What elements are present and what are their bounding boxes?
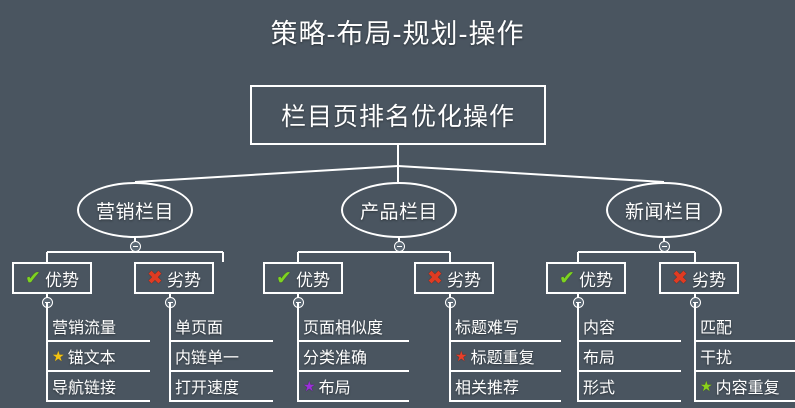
list-item[interactable]: ★ 布局 (297, 372, 409, 402)
leaf-list-marketing-pros: 营销流量 ★ 锚文本 导航链接 (46, 302, 150, 402)
category-node-marketing[interactable]: 营销栏目 (77, 182, 193, 238)
leaf-label: 打开速度 (175, 380, 240, 397)
leaf-label: 布局 (583, 350, 616, 367)
leaf-label: 内容 (583, 320, 616, 337)
leaf-label: 布局 (318, 380, 351, 397)
pros-box-marketing[interactable]: ✔ 优势 (12, 262, 92, 294)
green-check-icon: ✔ (559, 267, 575, 289)
pros-box-product[interactable]: ✔ 优势 (263, 262, 343, 294)
pros-box-news[interactable]: ✔ 优势 (546, 262, 626, 294)
list-item[interactable]: 分类准确 (297, 342, 409, 372)
minus-icon (662, 245, 667, 248)
list-item[interactable]: 打开速度 (169, 372, 273, 402)
leaf-label: 形式 (583, 380, 616, 397)
leaf-label: 单页面 (175, 320, 224, 337)
category-node-label: 产品栏目 (359, 201, 438, 223)
root-node-label: 栏目页排名优化操作 (280, 103, 515, 131)
list-item[interactable]: 相关推荐 (449, 372, 561, 402)
list-item[interactable]: 内容 (577, 312, 681, 342)
list-item[interactable]: 布局 (577, 342, 681, 372)
cons-box-news[interactable]: ✖ 劣势 (659, 262, 739, 294)
green-check-icon: ✔ (25, 267, 41, 289)
cons-label: 劣势 (691, 270, 726, 290)
leaf-label: 分类准确 (303, 350, 368, 367)
leaf-label: 营销流量 (52, 320, 117, 337)
leaf-label: 导航链接 (52, 380, 117, 397)
leaf-label: 锚文本 (67, 350, 116, 367)
leaf-label: 内容重复 (715, 380, 780, 397)
pros-label: 优势 (44, 270, 79, 290)
cons-label: 劣势 (166, 270, 201, 290)
list-item[interactable]: ★ 标题重复 (449, 342, 561, 372)
category-node-news[interactable]: 新闻栏目 (606, 182, 722, 238)
category-node-label: 新闻栏目 (624, 201, 703, 223)
leaf-label: 页面相似度 (303, 320, 384, 337)
list-item[interactable]: 营销流量 (46, 312, 150, 342)
cons-label: 劣势 (446, 270, 481, 290)
star-icon: ★ (303, 378, 316, 394)
leaf-list-news-pros: 内容 布局 形式 (577, 302, 681, 402)
leaf-label: 内链单一 (175, 350, 240, 367)
leaf-label: 相关推荐 (455, 380, 520, 397)
leaf-list-product-pros: 页面相似度 分类准确 ★ 布局 (297, 302, 409, 402)
list-item[interactable]: 形式 (577, 372, 681, 402)
minus-icon (133, 245, 138, 248)
list-item[interactable]: 干扰 (694, 342, 795, 372)
leaf-list-product-cons: 标题难写 ★ 标题重复 相关推荐 (449, 302, 561, 402)
leaf-label: 干扰 (700, 350, 733, 367)
red-cross-icon: ✖ (672, 267, 688, 289)
page-title: 策略-布局-规划-操作 (270, 19, 525, 49)
collapse-toggle-news[interactable] (659, 241, 670, 252)
leaf-label: 标题难写 (455, 320, 520, 337)
root-node[interactable]: 栏目页排名优化操作 (250, 85, 546, 145)
star-icon: ★ (700, 378, 713, 394)
list-item[interactable]: 导航链接 (46, 372, 150, 402)
leaf-list-marketing-cons: 单页面 内链单一 打开速度 (169, 302, 273, 402)
list-item[interactable]: 单页面 (169, 312, 273, 342)
collapse-toggle-marketing[interactable] (130, 241, 141, 252)
pros-label: 优势 (295, 270, 330, 290)
star-icon: ★ (455, 348, 468, 364)
leaf-label: 匹配 (700, 320, 733, 337)
star-icon: ★ (52, 348, 65, 364)
pros-label: 优势 (578, 270, 613, 290)
green-check-icon: ✔ (276, 267, 292, 289)
list-item[interactable]: ★ 锚文本 (46, 342, 150, 372)
red-cross-icon: ✖ (427, 267, 443, 289)
list-item[interactable]: 匹配 (694, 312, 795, 342)
list-item[interactable]: 标题难写 (449, 312, 561, 342)
cons-box-product[interactable]: ✖ 劣势 (414, 262, 494, 294)
cons-box-marketing[interactable]: ✖ 劣势 (134, 262, 214, 294)
list-item[interactable]: 页面相似度 (297, 312, 409, 342)
list-item[interactable]: 内链单一 (169, 342, 273, 372)
minus-icon (397, 245, 402, 248)
leaf-label: 标题重复 (470, 350, 535, 367)
list-item[interactable]: ★ 内容重复 (694, 372, 795, 402)
red-cross-icon: ✖ (147, 267, 163, 289)
category-node-product[interactable]: 产品栏目 (341, 182, 457, 238)
leaf-list-news-cons: 匹配 干扰 ★ 内容重复 (694, 302, 795, 402)
category-node-label: 营销栏目 (95, 201, 174, 223)
collapse-toggle-product[interactable] (394, 241, 405, 252)
